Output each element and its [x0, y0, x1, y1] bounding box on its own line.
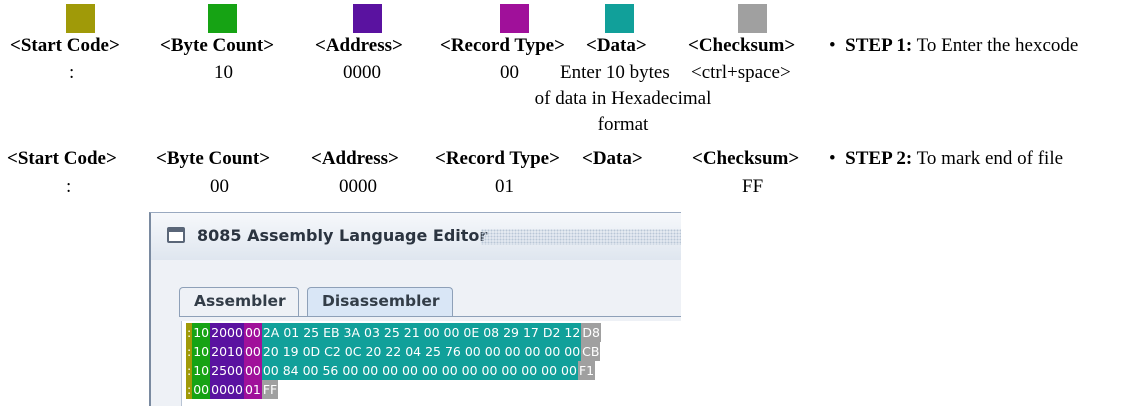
row2-header-checksum: <Checksum> [692, 148, 800, 169]
step1-text: To Enter the hexcode [916, 35, 1079, 56]
row1-header-record-type: <Record Type> [440, 35, 565, 56]
row1-header-byte-count: <Byte Count> [160, 35, 275, 56]
hex-checksum: CB [581, 342, 601, 361]
hex-start-code: : [186, 342, 193, 361]
row2-address-value: 0000 [339, 176, 377, 197]
editor-window: 8085 Assembly Language Editor Assembler … [149, 212, 681, 406]
row1-header-start-code: <Start Code> [10, 35, 120, 56]
editor-title: 8085 Assembly Language Editor [197, 226, 488, 245]
hex-record-type: 00 [243, 323, 262, 342]
hex-line: : 10 2010 00 20 19 0D C2 0C 20 22 04 25 … [186, 342, 601, 361]
row2-record-type-value: 01 [495, 176, 514, 197]
address-swatch [353, 4, 382, 33]
hex-line: : 10 2500 00 00 84 00 56 00 00 00 00 00 … [186, 361, 596, 380]
hex-byte-count: 10 [192, 361, 211, 380]
hex-data: 2A 01 25 EB 3A 03 25 21 00 00 0E 08 29 1… [261, 323, 582, 342]
hex-line: : 00 0000 01 FF [186, 380, 279, 399]
tab-disassembler[interactable]: Disassembler [307, 287, 453, 317]
step2-label: STEP 2: [845, 148, 913, 169]
hex-editor-area[interactable]: : 10 2000 00 2A 01 25 EB 3A 03 25 21 00 … [181, 321, 681, 406]
row1-address-value: 0000 [343, 62, 381, 83]
bullet-icon: • [829, 148, 836, 169]
tab-divider [179, 316, 681, 317]
row1-data-value: Enter 10 bytes of data in Hexadecimal fo… [508, 60, 738, 138]
checksum-swatch [738, 4, 767, 33]
row2-header-byte-count: <Byte Count> [156, 148, 271, 169]
hex-start-code: : [186, 380, 193, 399]
hex-checksum: D8 [581, 323, 601, 342]
row2-checksum-value: FF [742, 176, 764, 197]
data-swatch [605, 4, 634, 33]
window-icon [167, 227, 185, 243]
row2-header-record-type: <Record Type> [435, 148, 560, 169]
hex-line: : 10 2000 00 2A 01 25 EB 3A 03 25 21 00 … [186, 323, 601, 342]
hex-record-type: 01 [243, 380, 262, 399]
row2-byte-count-value: 00 [210, 176, 229, 197]
hex-data: 20 19 0D C2 0C 20 22 04 25 76 00 00 00 0… [261, 342, 582, 361]
step2-text: To mark end of file [916, 148, 1064, 169]
row1-record-type-value: 00 [500, 62, 519, 83]
row1-checksum-value: <ctrl+space> [691, 62, 791, 83]
row1-header-checksum: <Checksum> [688, 35, 796, 56]
row1-start-code-value: : [69, 62, 75, 83]
step1-bullet: • STEP 1: To Enter the hexcode [829, 35, 1078, 57]
hex-address: 0000 [210, 380, 244, 399]
row2-header-address: <Address> [311, 148, 399, 169]
row2-header-data: <Data> [582, 148, 643, 169]
hex-address: 2000 [210, 323, 244, 342]
row1-header-data: <Data> [586, 35, 647, 56]
row1-header-address: <Address> [315, 35, 403, 56]
titlebar-grip [481, 229, 681, 245]
hex-checksum: F1 [577, 361, 596, 380]
editor-titlebar[interactable]: 8085 Assembly Language Editor [151, 213, 681, 261]
hex-checksum: FF [261, 380, 279, 399]
hex-record-type: 00 [243, 342, 262, 361]
hex-data: 00 84 00 56 00 00 00 00 00 00 00 00 00 0… [261, 361, 578, 380]
row1-data-line3: format [597, 114, 649, 135]
hex-address: 2500 [210, 361, 244, 380]
record-type-swatch [500, 4, 529, 33]
row1-data-line1: Enter 10 bytes [560, 62, 670, 83]
row2-start-code-value: : [66, 176, 72, 197]
tab-assembler[interactable]: Assembler [179, 287, 299, 317]
hex-address: 2010 [210, 342, 244, 361]
hex-start-code: : [186, 361, 193, 380]
hex-record-type: 00 [243, 361, 262, 380]
step2-bullet: • STEP 2: To mark end of file [829, 148, 1063, 170]
hex-byte-count: 10 [192, 323, 211, 342]
hex-start-code: : [186, 323, 193, 342]
editor-tab-area: Assembler Disassembler : 10 2000 00 2A 0… [151, 260, 681, 406]
hex-byte-count: 10 [192, 342, 211, 361]
bullet-icon: • [829, 35, 836, 56]
byte-count-swatch [208, 4, 237, 33]
row1-byte-count-value: 10 [214, 62, 233, 83]
step1-label: STEP 1: [845, 35, 913, 56]
row2-header-start-code: <Start Code> [7, 148, 117, 169]
start-code-swatch [66, 4, 95, 33]
hex-byte-count: 00 [192, 380, 211, 399]
row1-data-line2: of data in Hexadecimal [534, 88, 712, 109]
